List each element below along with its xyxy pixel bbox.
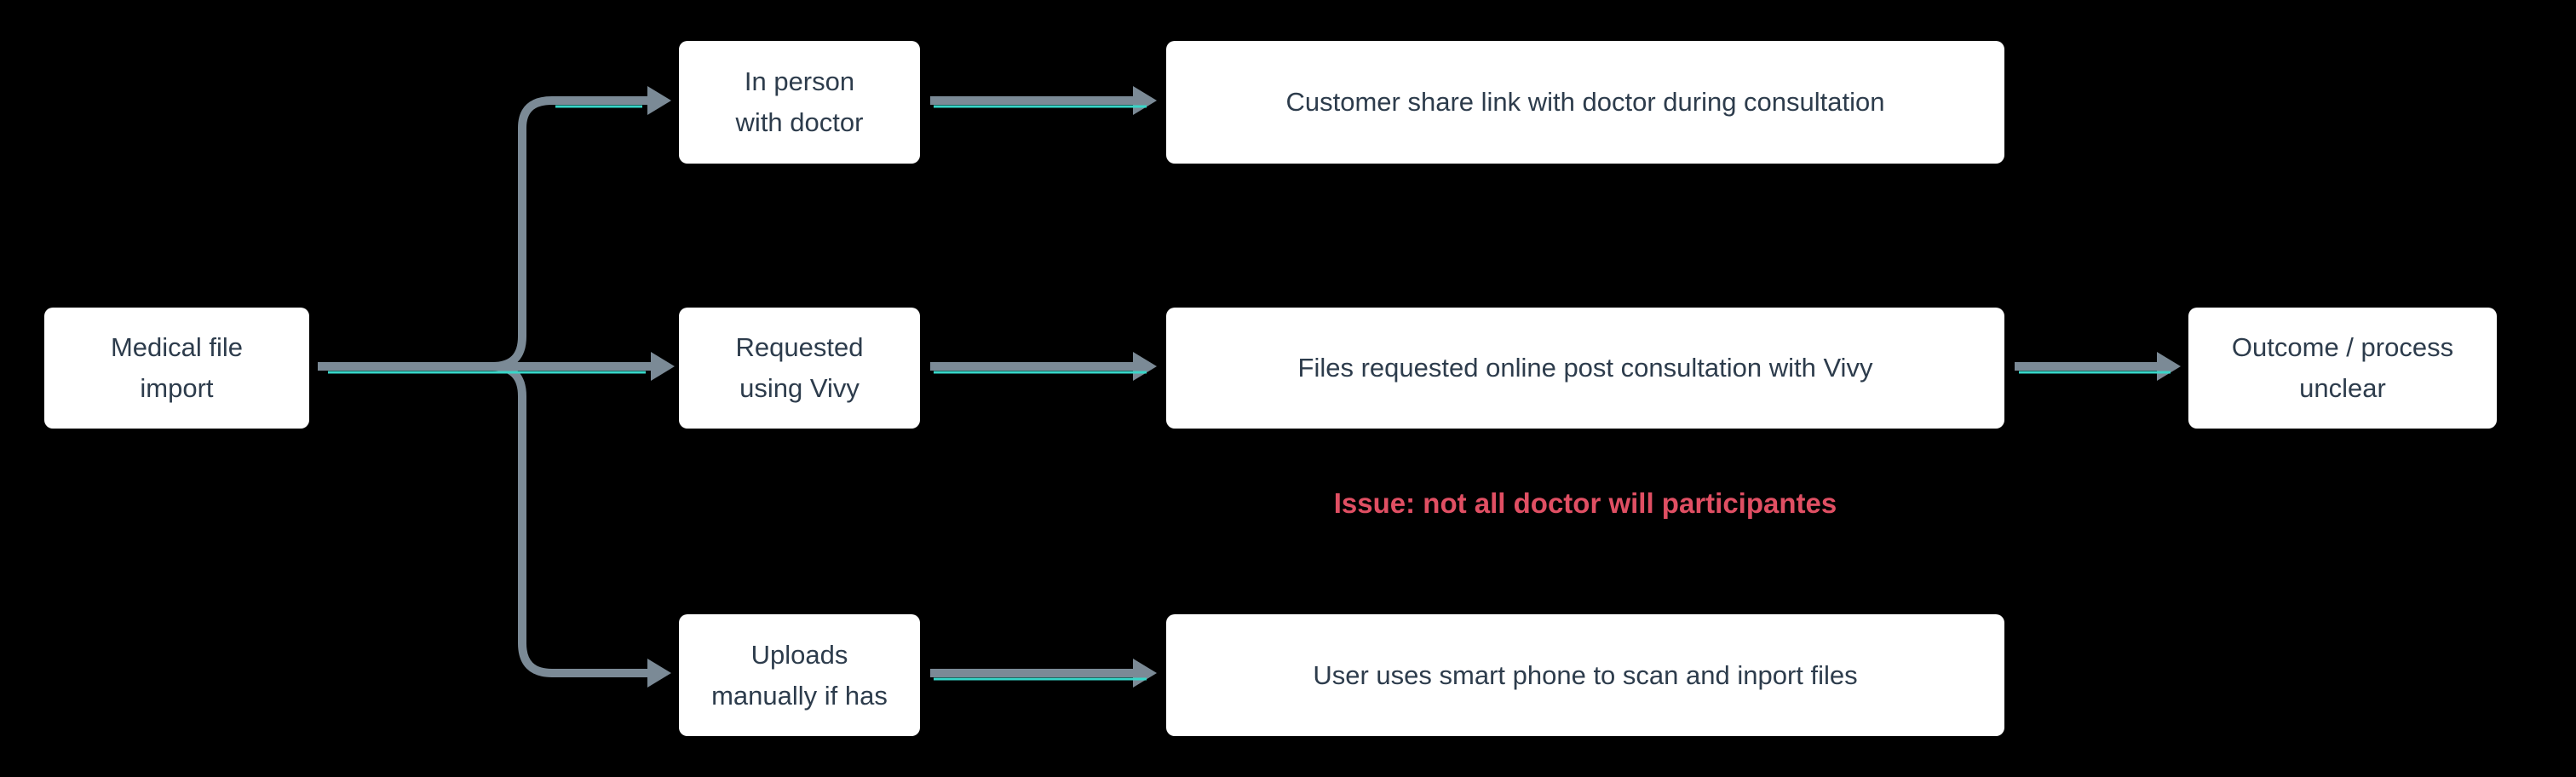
node-label: Files requested online post consultation… [1297, 353, 1873, 383]
node-label: In person with doctor [735, 66, 864, 137]
node-requested-using-vivy: Requested using Vivy [679, 308, 920, 429]
node-label: User uses smart phone to scan and inport… [1313, 659, 1858, 690]
node-in-person-with-doctor: In person with doctor [679, 41, 920, 164]
node-medical-file-import: Medical file import [44, 308, 309, 429]
node-uploads-manually: Uploads manually if has [679, 614, 920, 736]
arrow-uploads-to-user [930, 659, 1157, 688]
node-label: Customer share link with doctor during c… [1285, 87, 1885, 117]
arrow-request-to-files [930, 352, 1157, 381]
node-user-scan-import: User uses smart phone to scan and inport… [1166, 614, 2004, 736]
issue-annotation: Issue: not all doctor will participantes [1333, 487, 1837, 519]
arrow-files-to-outcome [2015, 352, 2181, 381]
node-customer-share-link: Customer share link with doctor during c… [1166, 41, 2004, 164]
node-label: Medical file import [110, 332, 244, 403]
node-label: Requested using Vivy [735, 332, 864, 403]
connector-medical-branch [318, 86, 675, 688]
arrow-inperson-to-customer [930, 86, 1157, 115]
node-files-requested-online: Files requested online post consultation… [1166, 308, 2004, 429]
node-label: Uploads manually if has [711, 639, 888, 711]
node-label: Outcome / process unclear [2231, 332, 2454, 403]
node-outcome-unclear: Outcome / process unclear [2188, 308, 2497, 429]
